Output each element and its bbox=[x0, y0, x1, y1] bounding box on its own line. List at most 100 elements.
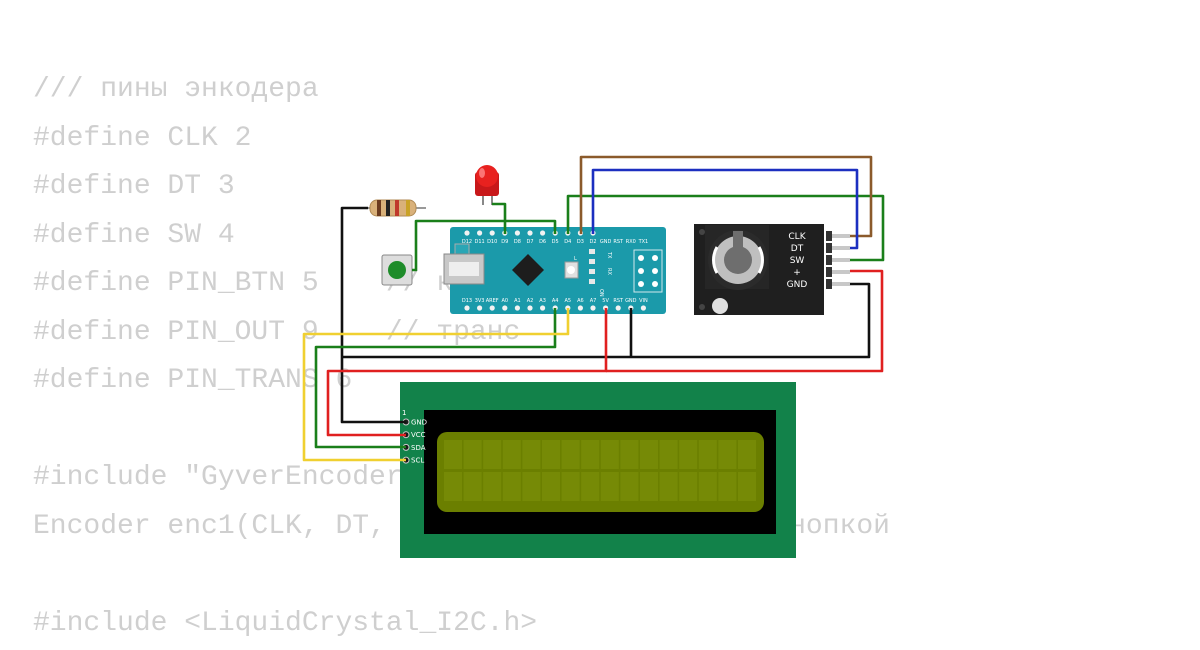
lcd-cell bbox=[738, 472, 756, 501]
lcd-cell bbox=[503, 440, 521, 469]
lcd-cell bbox=[601, 472, 619, 501]
nano-pin-label: A3 bbox=[539, 298, 546, 304]
lcd-cell bbox=[444, 440, 462, 469]
nano-pin-label: RX0 bbox=[626, 239, 636, 245]
lcd-cell bbox=[660, 440, 678, 469]
nano-pin-label: A7 bbox=[590, 298, 597, 304]
nano-pin-label: A2 bbox=[527, 298, 534, 304]
lcd-pin-label: SCL bbox=[411, 457, 424, 465]
lcd-cell bbox=[483, 440, 501, 469]
nano-pin-label: RST bbox=[613, 239, 624, 245]
nano-pin-label: GND bbox=[600, 239, 612, 245]
nano-pin-a2[interactable] bbox=[527, 305, 532, 310]
lcd-cell bbox=[444, 472, 462, 501]
nano-pin-label: 3V3 bbox=[475, 298, 485, 304]
nano-pin-a0[interactable] bbox=[502, 305, 507, 310]
nano-pin-d11[interactable] bbox=[477, 230, 482, 235]
nano-pin-label: D11 bbox=[474, 239, 484, 245]
encoder-pin-socket bbox=[826, 231, 832, 241]
nano-pin-label: AREF bbox=[486, 298, 499, 304]
nano-pin-label: GND bbox=[625, 298, 637, 304]
nano-led-label-tx: TX bbox=[606, 251, 612, 259]
lcd-cell bbox=[522, 440, 540, 469]
lcd-cell bbox=[483, 472, 501, 501]
nano-pin-label: VIN bbox=[639, 298, 648, 304]
lcd-cell bbox=[679, 472, 697, 501]
nano-pin-label: D10 bbox=[487, 239, 497, 245]
lcd-pin-label: GND bbox=[411, 419, 427, 427]
wire-black-lcd-gnd[interactable] bbox=[342, 208, 406, 422]
encoder-pin-socket bbox=[826, 255, 832, 265]
lcd-pin1-label: 1 bbox=[402, 409, 406, 417]
nano-pin-a6[interactable] bbox=[578, 305, 583, 310]
nano-pin-a7[interactable] bbox=[590, 305, 595, 310]
lcd-cell bbox=[464, 440, 482, 469]
nano-pin-label: 5V bbox=[602, 298, 609, 304]
nano-pin-aref[interactable] bbox=[490, 305, 495, 310]
lcd-cell bbox=[699, 472, 717, 501]
lcd-cell bbox=[542, 472, 560, 501]
resistor[interactable] bbox=[360, 200, 426, 216]
nano-pin-label: A6 bbox=[577, 298, 584, 304]
encoder-pin-label: CLK bbox=[788, 232, 806, 242]
led-red[interactable] bbox=[475, 165, 499, 205]
nano-pin-a3[interactable] bbox=[540, 305, 545, 310]
lcd-cell bbox=[738, 440, 756, 469]
nano-pin-label: D6 bbox=[539, 239, 546, 245]
lcd-cell bbox=[660, 472, 678, 501]
lcd-pin-label: SDA bbox=[411, 444, 426, 452]
lcd-cell bbox=[620, 440, 638, 469]
lcd-pin-label: VCC bbox=[411, 431, 426, 439]
nano-pin-d6[interactable] bbox=[540, 230, 545, 235]
lcd-cell bbox=[522, 472, 540, 501]
encoder-pin-socket bbox=[826, 243, 832, 253]
nano-pin-d12[interactable] bbox=[464, 230, 469, 235]
lcd-cell bbox=[718, 472, 736, 501]
nano-pin-3v3[interactable] bbox=[477, 305, 482, 310]
nano-pin-label: D13 bbox=[462, 298, 472, 304]
lcd-cell bbox=[620, 472, 638, 501]
nano-pin-label: TX1 bbox=[638, 239, 649, 245]
nano-pin-label: RST bbox=[613, 298, 624, 304]
nano-pin-d10[interactable] bbox=[490, 230, 495, 235]
nano-pin-label: A5 bbox=[564, 298, 571, 304]
lcd-cell bbox=[581, 440, 599, 469]
nano-pin-label: D2 bbox=[589, 239, 596, 245]
lcd-cell bbox=[699, 440, 717, 469]
nano-pin-label: D5 bbox=[552, 239, 559, 245]
nano-pin-d13[interactable] bbox=[464, 305, 469, 310]
nano-pin-label: D8 bbox=[514, 239, 521, 245]
encoder-pin-label: DT bbox=[791, 244, 804, 254]
encoder-pin-label: GND bbox=[787, 280, 808, 290]
nano-pin-label: D7 bbox=[526, 239, 533, 245]
nano-pin-d7[interactable] bbox=[527, 230, 532, 235]
nano-pin-a1[interactable] bbox=[515, 305, 520, 310]
lcd-cell bbox=[562, 440, 580, 469]
nano-pin-rst[interactable] bbox=[616, 305, 621, 310]
encoder-pin-label: + bbox=[793, 268, 801, 278]
nano-pin-label: D3 bbox=[577, 239, 584, 245]
nano-pin-label: D12 bbox=[462, 239, 472, 245]
nano-led-label-rx: RX bbox=[606, 268, 612, 275]
nano-led-label-l: L bbox=[574, 256, 577, 262]
nano-pin-d8[interactable] bbox=[515, 230, 520, 235]
nano-pin-label: A1 bbox=[514, 298, 521, 304]
lcd-cell bbox=[562, 472, 580, 501]
encoder-pin-label: SW bbox=[790, 256, 805, 266]
encoder-pin-socket bbox=[826, 267, 832, 277]
lcd-cell bbox=[718, 440, 736, 469]
lcd-cell bbox=[640, 440, 658, 469]
encoder-pin-socket bbox=[826, 279, 832, 289]
lcd-cell bbox=[503, 472, 521, 501]
lcd-cell bbox=[640, 472, 658, 501]
lcd-cell bbox=[542, 440, 560, 469]
lcd-display: 1 GND VCC SDA SCL bbox=[400, 382, 796, 558]
nano-pin-vin[interactable] bbox=[641, 305, 646, 310]
lcd-cell bbox=[464, 472, 482, 501]
push-button[interactable] bbox=[382, 255, 412, 285]
lcd-cell bbox=[601, 440, 619, 469]
nano-pin-label: A0 bbox=[501, 298, 508, 304]
rotary-encoder[interactable]: CLK DT SW + GND bbox=[694, 224, 850, 315]
